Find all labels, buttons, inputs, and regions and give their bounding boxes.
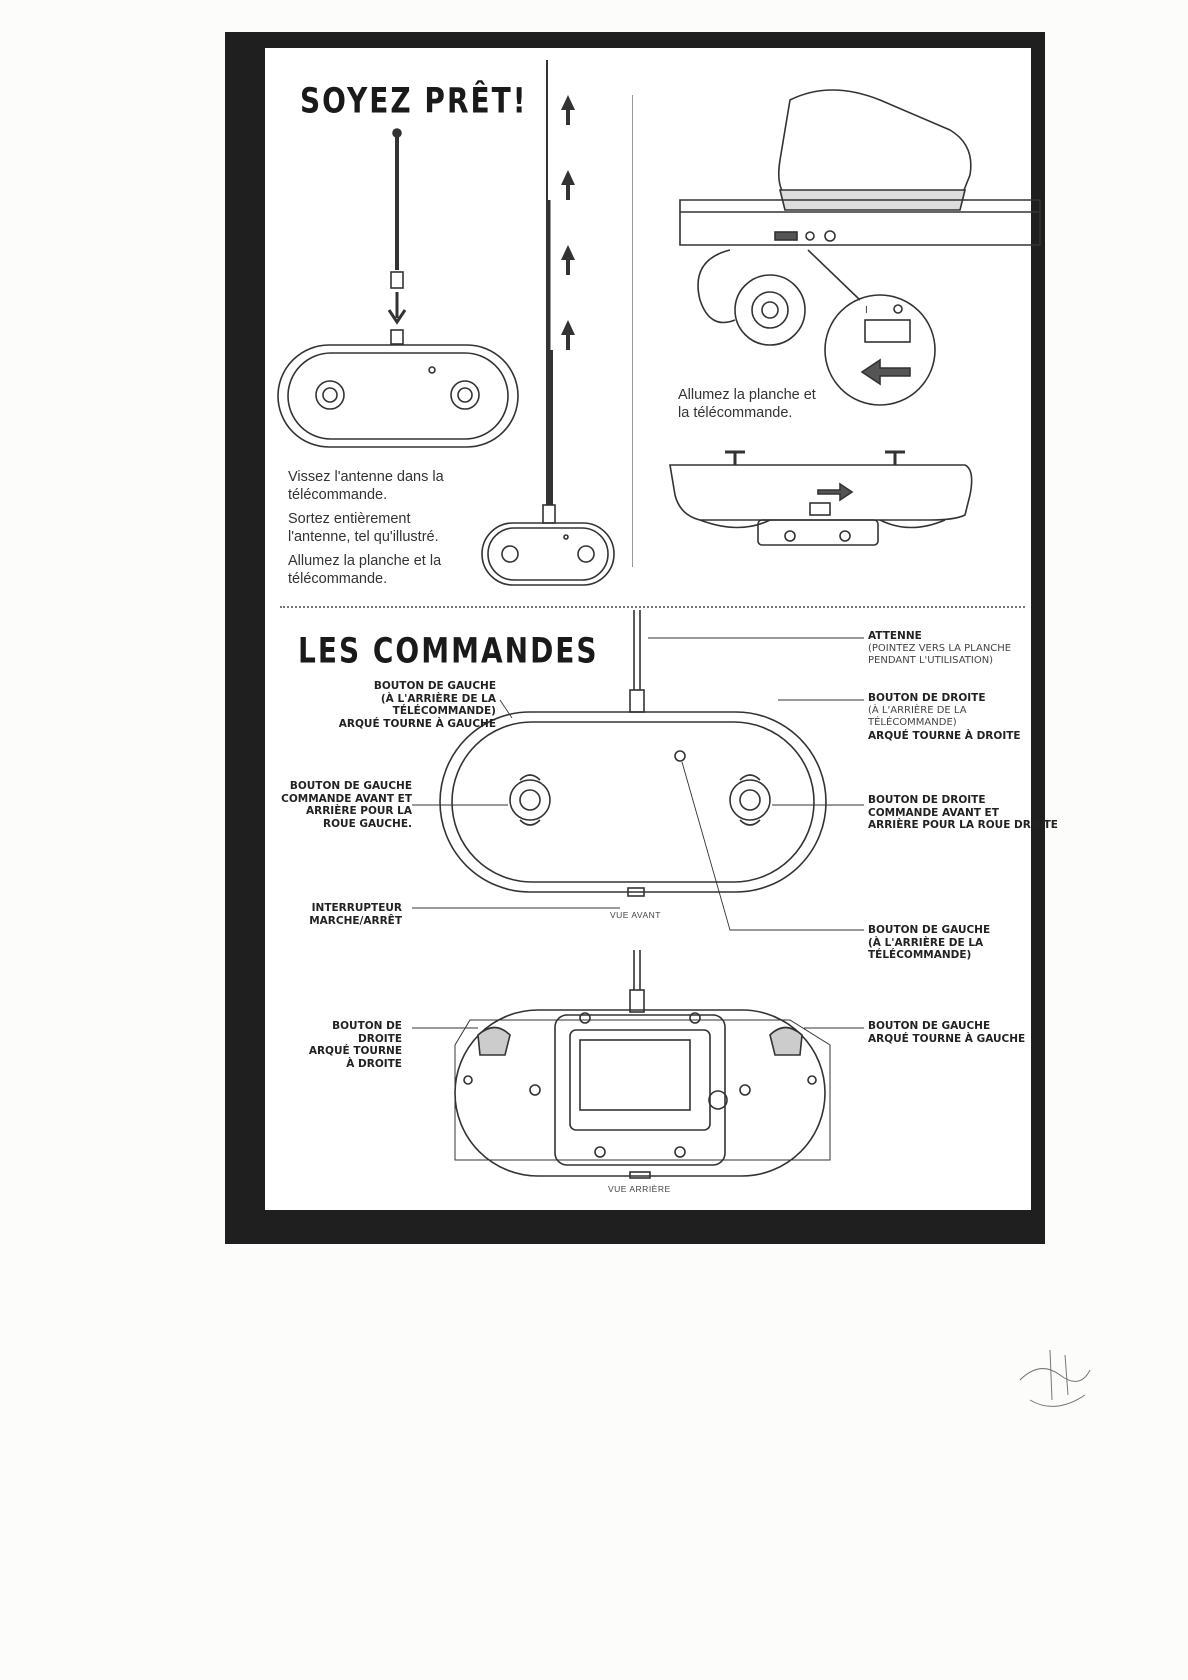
instruction-step-2: Sortez entièrement l'antenne, tel qu'ill… bbox=[288, 511, 439, 545]
label-power-switch: INTERRUPTEUR MARCHE/ARRÊT bbox=[309, 902, 402, 927]
label-left-stick: BOUTON DE GAUCHE COMMANDE AVANT ET ARRIÈ… bbox=[281, 780, 412, 830]
label-right-stick: BOUTON DE DROITE COMMANDE AVANT ET ARRIÈ… bbox=[868, 794, 1058, 831]
instruction-step-1: Vissez l'antenne dans la télécommande. bbox=[288, 469, 444, 503]
label-rear-view: VUE ARRIÈRE bbox=[608, 1184, 671, 1194]
up-arrow-icon bbox=[561, 245, 575, 275]
up-arrow-icon bbox=[561, 170, 575, 200]
remote-side-illustration bbox=[669, 450, 973, 546]
antenna-extended-illustration bbox=[481, 60, 615, 586]
section-divider-horizontal bbox=[280, 606, 1025, 608]
section-title-ready: SOYEZ PRÊT! bbox=[300, 80, 528, 122]
section-divider-vertical bbox=[632, 95, 633, 567]
instruction-board: Allumez la planche et la télécommande. bbox=[678, 387, 816, 421]
label-antenna: ATTENNE (POINTEZ VERS LA PLANCHE PENDANT… bbox=[868, 630, 1012, 666]
label-left-rear-button: BOUTON DE GAUCHE (À L'ARRIÈRE DE LA TÉLÉ… bbox=[338, 680, 496, 730]
section-title-controls: LES COMMANDES bbox=[298, 630, 599, 672]
remote-front-view bbox=[439, 610, 827, 897]
label-left-back-button: BOUTON DE GAUCHE (À L'ARRIÈRE DE LA TÉLÉ… bbox=[868, 924, 991, 961]
up-arrow-icon bbox=[561, 320, 575, 350]
up-arrow-icon bbox=[561, 95, 575, 125]
label-rear-right-button: BOUTON DE DROITE ARQUÉ TOURNE À DROITE bbox=[308, 1020, 402, 1070]
leader-lines bbox=[412, 637, 864, 1029]
board-shoe-illustration: I bbox=[679, 89, 1041, 406]
remote-rear-view bbox=[454, 950, 831, 1179]
page-content-area bbox=[265, 48, 1031, 1210]
label-front-view: VUE AVANT bbox=[610, 910, 661, 920]
arrow-icons bbox=[561, 95, 575, 350]
handwritten-scribble bbox=[1019, 1349, 1091, 1407]
antenna-screw-illustration bbox=[277, 128, 519, 448]
label-rear-left-button: BOUTON DE GAUCHE ARQUÉ TOURNE À GAUCHE bbox=[868, 1020, 1026, 1045]
svg-text:I: I bbox=[865, 305, 868, 316]
instruction-step-3: Allumez la planche et la télécommande. bbox=[288, 553, 442, 587]
label-right-rear-button: BOUTON DE DROITE (À L'ARRIÈRE DE LA TÉLÉ… bbox=[868, 692, 1021, 742]
